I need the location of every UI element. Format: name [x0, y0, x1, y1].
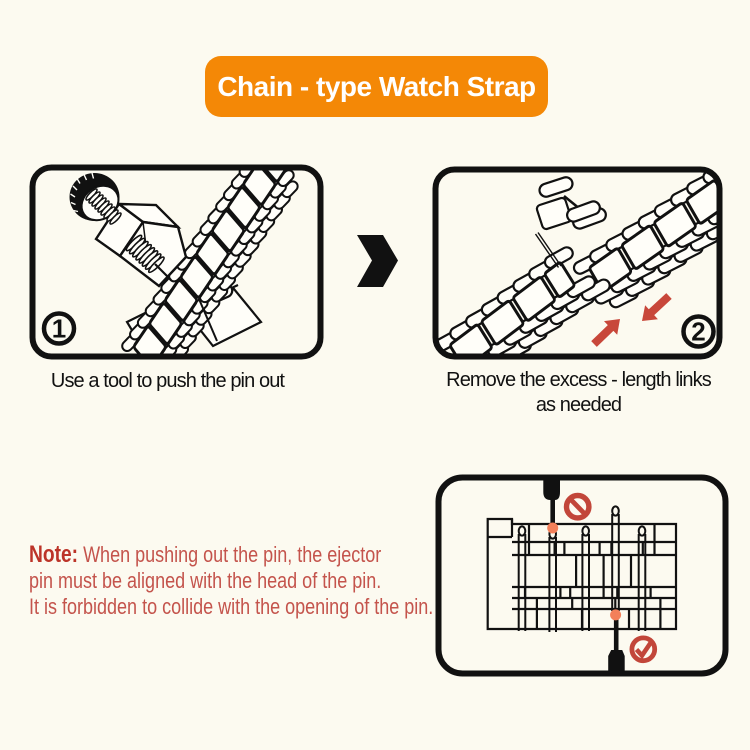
svg-text:2: 2 — [691, 317, 705, 347]
svg-text:1: 1 — [52, 314, 66, 344]
